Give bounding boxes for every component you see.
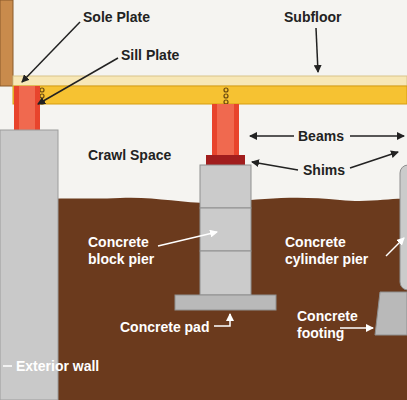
part-label: Exterior wall bbox=[16, 358, 126, 375]
block-pier bbox=[200, 165, 251, 295]
concrete-pad bbox=[175, 295, 276, 310]
post-face bbox=[217, 104, 234, 155]
bolts bbox=[40, 88, 228, 104]
leader-lines-light bbox=[3, 232, 404, 366]
part-label: Concrete block pier bbox=[88, 234, 170, 268]
cylinder-pier bbox=[400, 165, 407, 290]
wall-stud bbox=[0, 0, 13, 86]
part-label: Concrete pad bbox=[120, 319, 220, 336]
beam bbox=[13, 86, 407, 104]
area-label: Crawl Space bbox=[88, 147, 188, 164]
part-label: Beams bbox=[298, 128, 358, 145]
shim bbox=[206, 155, 245, 165]
part-label: Sole Plate bbox=[83, 9, 173, 26]
part-label: Concrete footing bbox=[297, 308, 373, 342]
soil bbox=[0, 198, 407, 400]
post bbox=[212, 104, 239, 155]
leader-lines bbox=[22, 22, 404, 170]
sill-plate bbox=[14, 86, 40, 130]
part-label: Shims bbox=[303, 162, 363, 179]
sill-plate-face bbox=[19, 86, 35, 130]
part-label: Sill Plate bbox=[121, 47, 211, 64]
part-label: Concrete cylinder pier bbox=[285, 234, 385, 268]
concrete-footing bbox=[375, 292, 407, 335]
part-label: Subfloor bbox=[284, 9, 374, 26]
